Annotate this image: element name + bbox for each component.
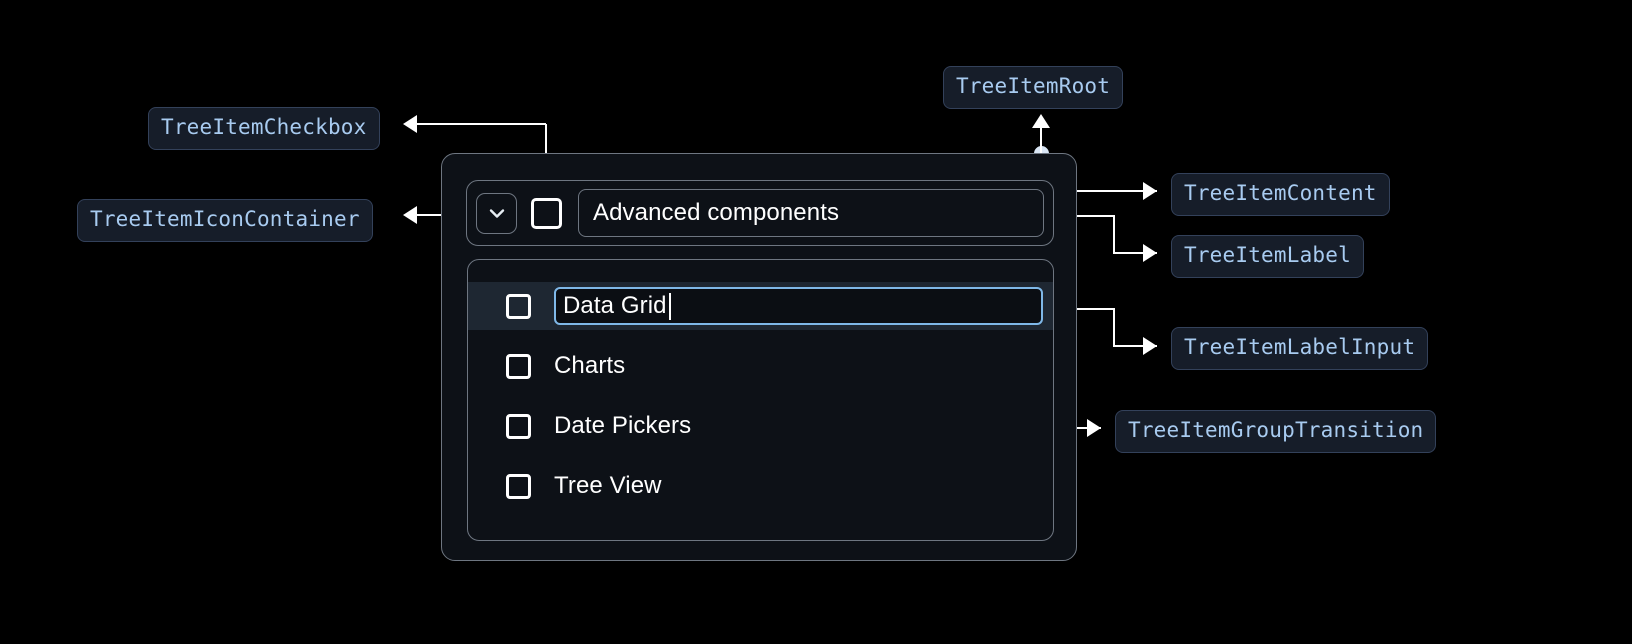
text-caret <box>668 292 671 320</box>
connector-arrow-content <box>1143 182 1157 200</box>
tree-item-label-input[interactable]: Data Grid <box>554 287 1043 325</box>
tree-row[interactable]: Date Pickers <box>468 402 1053 450</box>
annotation-tree-item-icon-container: TreeItemIconContainer <box>77 199 373 242</box>
connector-line-label-input-h2 <box>1113 345 1157 347</box>
tree-row[interactable]: Tree View <box>468 462 1053 510</box>
tree-row[interactable]: Charts <box>468 342 1053 390</box>
connector-arrow-icon-container <box>403 206 417 224</box>
connector-line-checkbox-horizontal <box>417 123 546 125</box>
annotation-tree-item-label: TreeItemLabel <box>1171 235 1364 278</box>
connector-line-label-v <box>1113 215 1115 254</box>
connector-line-content <box>1053 190 1157 192</box>
tree-item-label-input-value: Data Grid <box>563 292 667 319</box>
tree-item-label: Date Pickers <box>554 412 692 439</box>
tree-item-group-transition: Data Grid Charts Date Pickers Tree View <box>467 259 1054 541</box>
tree-item-checkbox[interactable] <box>506 293 531 319</box>
connector-arrow-checkbox <box>403 115 417 133</box>
connector-line-group-transition <box>1053 427 1101 429</box>
connector-line-label-h2 <box>1113 252 1157 254</box>
chevron-down-icon <box>485 201 509 225</box>
annotation-tree-item-root: TreeItemRoot <box>943 66 1124 109</box>
tree-item-icon-container[interactable] <box>476 192 517 234</box>
tree-item-checkbox[interactable] <box>531 197 562 229</box>
connector-arrow-label <box>1143 244 1157 262</box>
tree-item-label[interactable]: Advanced components <box>578 189 1044 237</box>
annotation-tree-item-label-input: TreeItemLabelInput <box>1171 327 1429 370</box>
connector-arrow-group-transition <box>1087 419 1101 437</box>
tree-item-label: Charts <box>554 352 626 379</box>
connector-arrow-label-input <box>1143 337 1157 355</box>
tree-item-checkbox[interactable] <box>506 473 531 499</box>
tree-item-root[interactable]: Advanced components Data Grid Charts Dat… <box>441 153 1077 561</box>
tree-item-label-text: Advanced components <box>593 199 840 226</box>
tree-item-content[interactable]: Advanced components <box>466 180 1054 246</box>
connector-line-label-input-h1 <box>1042 308 1115 310</box>
connector-line-root-vertical <box>1040 128 1042 153</box>
tree-item-checkbox[interactable] <box>506 413 531 439</box>
tree-item-checkbox[interactable] <box>506 353 531 379</box>
annotation-tree-item-content: TreeItemContent <box>1171 173 1390 216</box>
tree-row-editing[interactable]: Data Grid <box>468 282 1053 330</box>
connector-line-label-h1 <box>1042 215 1115 217</box>
tree-item-label: Tree View <box>554 472 662 499</box>
annotation-tree-item-group-transition: TreeItemGroupTransition <box>1115 410 1437 453</box>
annotation-tree-item-checkbox: TreeItemCheckbox <box>148 107 380 150</box>
connector-line-label-input-v <box>1113 308 1115 347</box>
connector-arrow-root <box>1032 114 1050 128</box>
